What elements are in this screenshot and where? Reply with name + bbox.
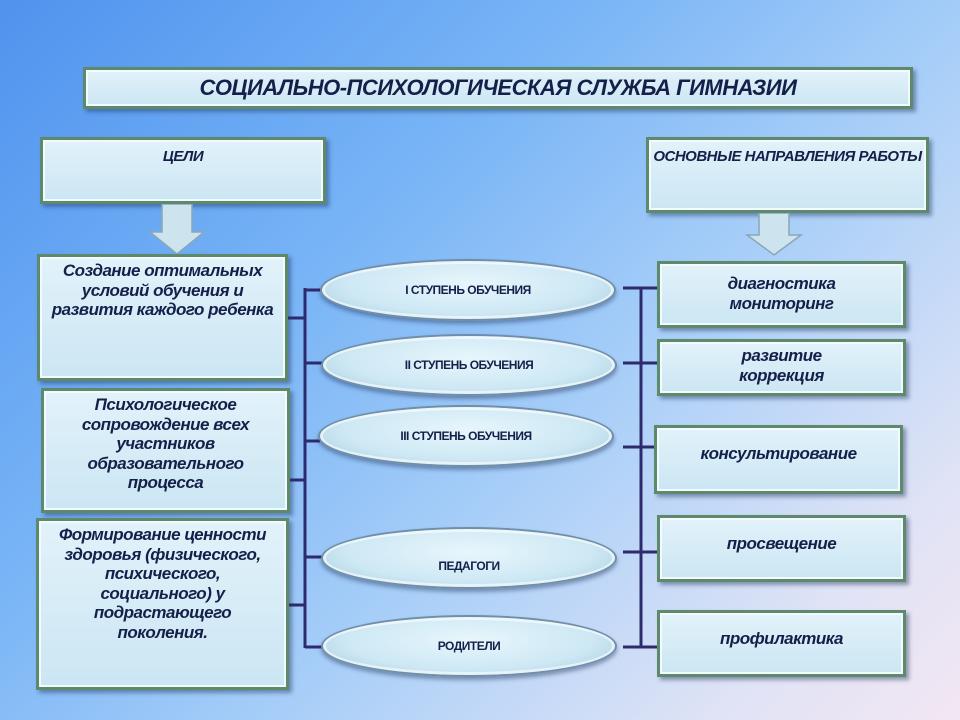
down-arrow-icon — [148, 204, 206, 255]
directions-header-text: ОСНОВНЫЕ НАПРАВЛЕНИЯ РАБОТЫ — [653, 148, 922, 165]
participant-label: РОДИТЕЛИ — [437, 639, 501, 653]
goal-text: Создание оптимальных условий обучения и … — [51, 261, 274, 320]
direction-box: диагностика мониторинг — [657, 261, 906, 328]
directions-header: ОСНОВНЫЕ НАПРАВЛЕНИЯ РАБОТЫ — [646, 137, 929, 213]
direction-text: консультирование — [700, 444, 857, 463]
direction-text: просвещение — [726, 534, 837, 553]
participant-ellipse: III СТУПЕНЬ ОБУЧЕНИЯ — [318, 405, 614, 467]
goal-box: Создание оптимальных условий обучения и … — [37, 254, 288, 381]
goals-header-text: ЦЕЛИ — [162, 148, 204, 165]
goal-text: Формирование ценности здоровья (физическ… — [58, 525, 267, 642]
direction-box: развитие коррекция — [657, 339, 906, 396]
participant-ellipse: ПЕДАГОГИ — [321, 527, 617, 589]
direction-text: диагностика мониторинг — [727, 274, 836, 313]
direction-box: просвещение — [657, 515, 906, 582]
page-title: СОЦИАЛЬНО-ПСИХОЛОГИЧЕСКАЯ СЛУЖБА ГИМНАЗИ… — [83, 67, 913, 109]
participant-ellipse: I СТУПЕНЬ ОБУЧЕНИЯ — [320, 259, 616, 321]
direction-text: профилактика — [719, 629, 844, 648]
goal-text: Психологическое сопровождение всех участ… — [81, 395, 250, 493]
participant-label: II СТУПЕНЬ ОБУЧЕНИЯ — [404, 358, 534, 372]
direction-box: профилактика — [657, 610, 906, 677]
goal-box: Психологическое сопровождение всех участ… — [41, 388, 290, 513]
participant-label: ПЕДАГОГИ — [438, 559, 500, 573]
direction-text: развитие коррекция — [739, 346, 824, 385]
goal-box: Формирование ценности здоровья (физическ… — [36, 518, 289, 690]
title-text: СОЦИАЛЬНО-ПСИХОЛОГИЧЕСКАЯ СЛУЖБА ГИМНАЗИ… — [199, 75, 797, 101]
participant-label: III СТУПЕНЬ ОБУЧЕНИЯ — [400, 429, 532, 443]
down-arrow-icon — [745, 213, 803, 256]
participant-label: I СТУПЕНЬ ОБУЧЕНИЯ — [405, 283, 531, 297]
direction-box: консультирование — [654, 425, 903, 494]
goals-header: ЦЕЛИ — [40, 137, 326, 204]
participant-ellipse: РОДИТЕЛИ — [321, 615, 617, 677]
participant-ellipse: II СТУПЕНЬ ОБУЧЕНИЯ — [321, 334, 617, 396]
